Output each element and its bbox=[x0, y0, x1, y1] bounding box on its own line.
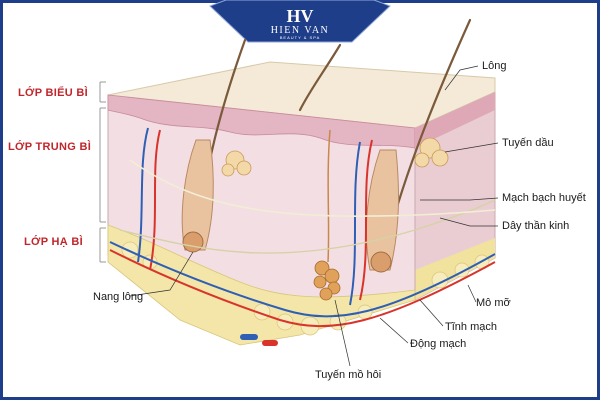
label-lymph-vessel: Mạch bạch huyết bbox=[502, 192, 586, 204]
brand-subtitle: BEAUTY & SPA bbox=[280, 35, 321, 40]
brand-banner: HV HIEN VAN BEAUTY & SPA bbox=[209, 0, 391, 43]
leader-lines bbox=[129, 65, 499, 367]
label-epidermis: LỚP BIỂU BÌ bbox=[18, 86, 88, 99]
brand-name: HIEN VAN bbox=[271, 25, 330, 36]
sebaceous-glands bbox=[221, 137, 449, 177]
sweat-gland bbox=[313, 129, 341, 301]
lymph-vessels bbox=[119, 199, 496, 254]
label-artery: Động mạch bbox=[410, 338, 466, 350]
nerves bbox=[129, 159, 496, 217]
arteries bbox=[109, 129, 496, 328]
label-sweat-gland: Tuyến mồ hôi bbox=[315, 369, 381, 381]
label-hair: Lông bbox=[482, 60, 506, 72]
label-dermis: LỚP TRUNG BÌ bbox=[8, 140, 91, 153]
label-vein: Tĩnh mạch bbox=[445, 321, 497, 333]
layer-brackets bbox=[99, 81, 106, 263]
label-hypodermis: LỚP HẠ BÌ bbox=[24, 235, 83, 248]
veins bbox=[109, 127, 496, 318]
vessel-cross-sections bbox=[240, 334, 278, 346]
label-sebaceous-gland: Tuyến dầu bbox=[502, 137, 554, 149]
label-fat: Mô mỡ bbox=[476, 297, 511, 309]
epidermis-layer bbox=[107, 94, 416, 149]
brand-monogram: HV bbox=[287, 6, 314, 26]
epidermis-side-strip bbox=[415, 92, 495, 148]
label-nerve: Dây thần kinh bbox=[502, 220, 569, 232]
label-hair-follicle: Nang lông bbox=[93, 291, 143, 303]
